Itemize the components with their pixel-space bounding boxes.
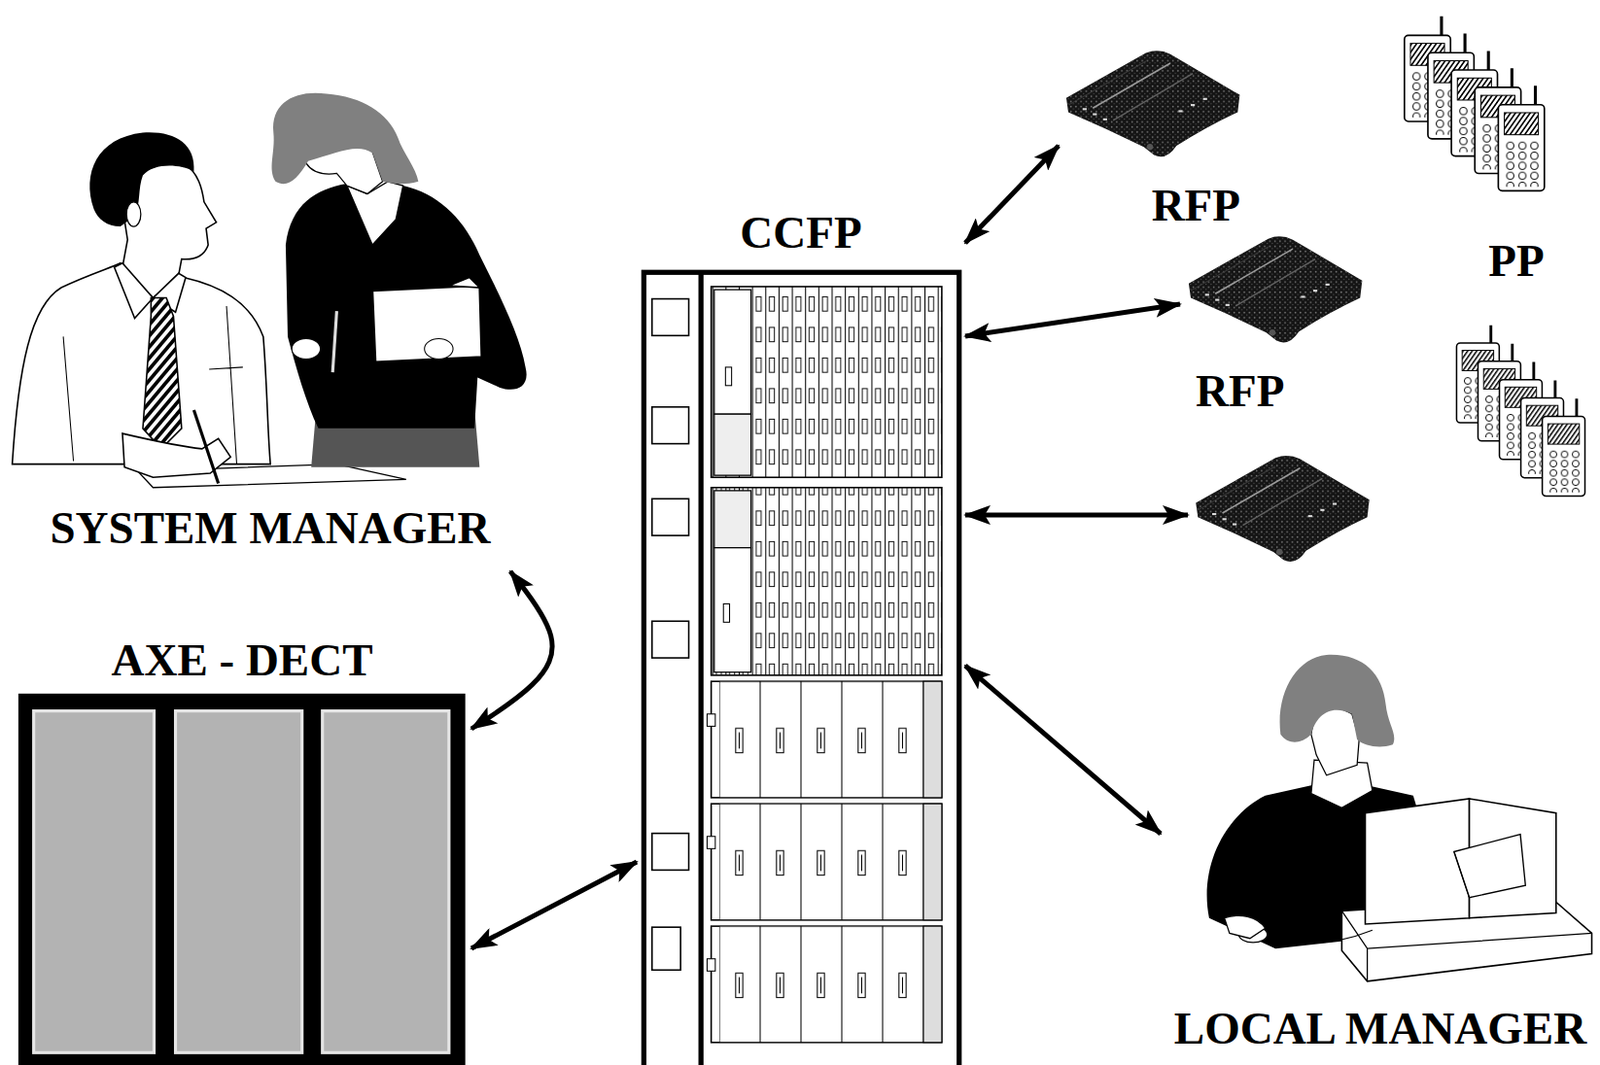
link-arrow xyxy=(471,862,637,949)
handset xyxy=(1497,85,1544,191)
link-arrow xyxy=(471,571,553,730)
module-switch xyxy=(723,603,730,623)
node-label-row: RFP xyxy=(1195,368,1366,415)
node-label-row: AXE - DECT xyxy=(18,637,466,684)
folder-tab xyxy=(449,278,480,288)
power-module xyxy=(714,414,752,476)
cabinet-panel xyxy=(175,711,303,1054)
card-shelf xyxy=(711,487,942,676)
handset xyxy=(1542,398,1586,496)
woman-blouse xyxy=(347,181,404,245)
rack-port xyxy=(652,299,690,337)
drawer-shelf xyxy=(711,681,942,799)
card-shelf xyxy=(711,286,942,478)
operator-hair xyxy=(1280,655,1395,748)
man-hair xyxy=(89,132,194,227)
manager-figure: SYSTEM MANAGER xyxy=(7,89,533,566)
rack-divider xyxy=(698,272,704,1065)
monitor-front xyxy=(1364,799,1469,925)
rack-port xyxy=(652,927,681,971)
module-switch xyxy=(725,367,731,386)
illustration xyxy=(12,16,1593,1065)
drawer-row xyxy=(719,681,924,799)
shelf-connector xyxy=(706,959,715,973)
monitor-screen xyxy=(1454,834,1526,899)
base-station: RFP xyxy=(1064,46,1245,237)
shelf-side xyxy=(923,681,942,799)
man-shirt xyxy=(12,263,272,465)
drawer-row xyxy=(719,926,924,1044)
shelf-side xyxy=(923,803,942,921)
node-label: AXE - DECT xyxy=(111,637,374,684)
node-label-row: SYSTEM MANAGER xyxy=(7,505,533,552)
woman-hand xyxy=(424,339,453,360)
base-station: RFP xyxy=(1185,233,1366,423)
cabinet-frame xyxy=(18,694,466,1065)
node-label: RFP xyxy=(1151,182,1241,229)
man-pen xyxy=(193,410,218,485)
power-module xyxy=(714,548,752,673)
rack-port xyxy=(652,498,690,536)
rack-port xyxy=(652,621,690,659)
woman-jacket xyxy=(285,183,527,429)
rack-port xyxy=(652,834,690,871)
cabinet-panel xyxy=(34,711,155,1054)
shelf-side xyxy=(923,926,942,1044)
rack-port xyxy=(652,407,690,445)
drawer-shelf xyxy=(711,803,942,921)
rack-box: CCFP xyxy=(642,208,960,1065)
rfp-unit xyxy=(1066,50,1240,157)
power-module xyxy=(714,289,752,415)
node-label-row: CCFP xyxy=(642,209,960,256)
man-tie xyxy=(142,298,182,450)
node-label: RFP xyxy=(1195,368,1285,415)
base-station xyxy=(1193,452,1372,570)
exchange-box: AXE - DECT xyxy=(18,636,466,1062)
part-label: PP xyxy=(1458,238,1575,284)
shelf-connector xyxy=(706,714,715,728)
woman-hair xyxy=(272,93,419,184)
drawer-shelf xyxy=(711,926,942,1044)
woman-hand xyxy=(291,339,320,360)
node-label: CCFP xyxy=(739,209,862,256)
shelf-connector xyxy=(706,836,715,850)
node-label: LOCAL MANAGER xyxy=(1174,1006,1587,1052)
label-box: PP xyxy=(1458,238,1575,284)
screen-edge xyxy=(1454,851,1470,898)
rfp-unit xyxy=(1188,236,1362,343)
link-arrow xyxy=(965,145,1059,244)
woman-pen xyxy=(332,311,337,373)
drawer-row xyxy=(719,803,924,921)
operator-figure: LOCAL MANAGER xyxy=(1166,649,1595,1062)
link-arrow xyxy=(965,513,1188,519)
operator-hand xyxy=(1224,915,1266,939)
node-label-row: RFP xyxy=(1064,182,1241,229)
woman-folder xyxy=(372,285,482,363)
node-label: SYSTEM MANAGER xyxy=(49,505,490,552)
node-label-row: LOCAL MANAGER xyxy=(1166,1006,1595,1052)
man-ear xyxy=(126,202,141,227)
man-collar xyxy=(114,263,186,319)
mouse-cable xyxy=(1263,930,1373,943)
cabinet-panel xyxy=(322,711,450,1054)
rfp-unit xyxy=(1195,455,1369,562)
link-arrow xyxy=(965,304,1181,337)
link-arrow xyxy=(965,665,1161,835)
rack-frame xyxy=(643,272,959,1065)
power-module xyxy=(714,490,752,549)
